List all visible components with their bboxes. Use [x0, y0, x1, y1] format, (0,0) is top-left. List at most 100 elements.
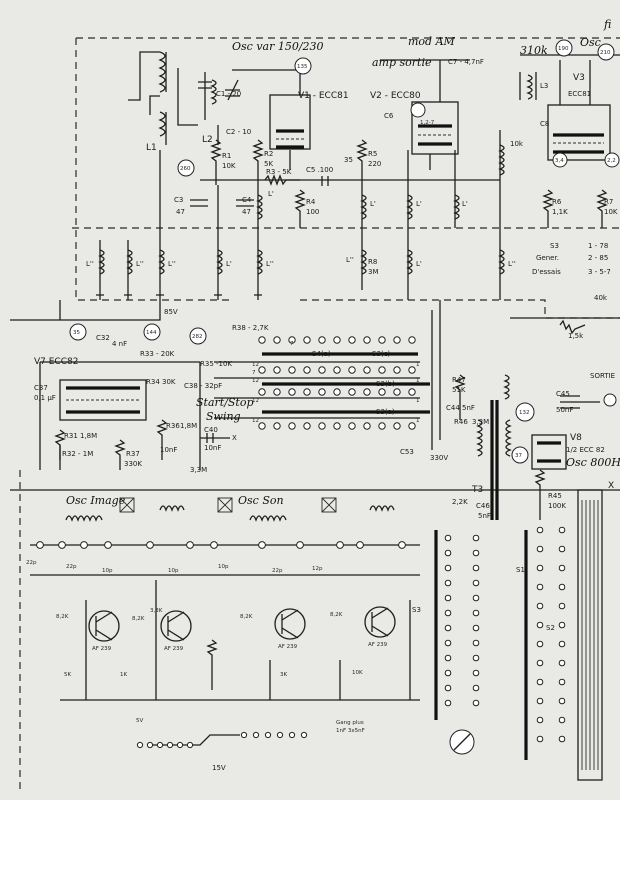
label-s4a: S4(a) — [312, 350, 331, 358]
switch-contact — [333, 336, 341, 344]
label-cap-3: 10p — [102, 568, 113, 574]
lower-rails — [30, 544, 420, 576]
bottom-contact — [156, 741, 164, 749]
wafer-contact — [536, 678, 544, 686]
switch-contact — [303, 388, 311, 396]
osc-310k-label: 310k — [520, 44, 548, 57]
coil-l3 — [519, 72, 537, 100]
label-r37: R37 — [126, 450, 140, 458]
label-c45-val: 50nF — [556, 406, 573, 414]
wafer-contact — [558, 735, 566, 743]
label-small-1: 5V — [136, 718, 143, 724]
wafer-contact — [558, 526, 566, 534]
tube-v8-label: V8 — [570, 433, 582, 443]
switch-contact — [363, 422, 371, 430]
wafer-contact — [558, 659, 566, 667]
switch-contact — [378, 366, 386, 374]
capacitor-c40 — [200, 433, 230, 443]
label-gang: Gang plus — [336, 720, 364, 726]
label-r33: R33 - 20K — [140, 350, 175, 358]
switch-contact — [408, 388, 416, 396]
tube-v2-ecc80 — [380, 59, 470, 170]
bottom-switch-contacts — [136, 731, 308, 749]
bubble-label-1: 135 — [297, 64, 308, 70]
label-s3-title: S3 — [550, 242, 559, 250]
label-r38: R38 - 2,7K — [232, 324, 269, 332]
wafer-contact — [536, 697, 544, 705]
tap-point — [258, 541, 266, 549]
bottom-contact — [300, 731, 308, 739]
switch-wires — [214, 361, 420, 419]
label-c44: C44 5nF — [446, 404, 475, 412]
switch-num-2: 12 — [252, 362, 259, 368]
tap-point — [296, 541, 304, 549]
label-r6-val: 1,1K — [552, 208, 568, 216]
label-r7-val: 10K — [604, 208, 618, 216]
resistor-column-r2 — [252, 139, 264, 185]
label-cap-4: 10p — [218, 564, 229, 570]
wafer-contact — [472, 639, 480, 647]
transistor-af239-2 — [160, 610, 192, 642]
tap-point — [36, 541, 44, 549]
resistor-r4 — [294, 189, 306, 228]
label-c32: C32 — [96, 334, 110, 342]
label-c37-val: 0,1 µF — [34, 394, 56, 402]
feedthrough-box-1 — [119, 497, 135, 513]
tap-point — [186, 541, 194, 549]
label-s3-opt-1: 1 - 78 — [588, 242, 608, 250]
bubble-label-8: 144 — [146, 330, 157, 336]
wafer-contact — [444, 699, 452, 707]
label-s3b: S3(b) — [376, 380, 395, 388]
image-osc-coil — [65, 515, 103, 522]
switch-contact — [408, 336, 416, 344]
label-gang-2: 1nF 3x5nF — [336, 728, 365, 734]
label-c37: C37 — [34, 384, 48, 392]
label-small-3: 5K — [64, 672, 71, 678]
switch-contact — [318, 388, 326, 396]
label-c32-val: 4 nF — [112, 340, 127, 348]
label-s3-opt-2: 2 - 85 — [588, 254, 608, 262]
small-coil-b — [369, 505, 395, 512]
label-res-3: 8,2K — [240, 614, 253, 620]
label-sortie: SORTIE — [590, 372, 615, 380]
oscillator-coil-l1 — [128, 51, 167, 145]
switch-contact — [333, 422, 341, 430]
label-r37-val: 330K — [124, 460, 142, 468]
label-r39-val: 3,3M — [190, 466, 207, 474]
vertical-feed-wires — [99, 130, 501, 300]
switch-contact — [273, 366, 281, 374]
wafer-contact — [558, 583, 566, 591]
wafer-contact — [472, 654, 480, 662]
tap-point — [210, 541, 218, 549]
switch-num-5: 12 — [252, 378, 259, 384]
label-r2-val: 5K — [264, 160, 273, 168]
wafer-contact — [558, 678, 566, 686]
switch-num-7: 12 — [252, 398, 259, 404]
transistor-af239-1 — [88, 610, 120, 642]
feedthrough-box-2 — [217, 497, 233, 513]
lower-tap-points — [36, 541, 406, 549]
bubble-label-5: 3,4 — [555, 158, 564, 164]
tube-v1-ecc81 — [269, 60, 311, 170]
switch-contact — [408, 366, 416, 374]
bubble-label-12: 1,2-7 — [420, 120, 435, 126]
label-x-small: X — [232, 434, 237, 442]
label-lp-2: L' — [370, 200, 376, 208]
label-c40: C40 — [204, 426, 218, 434]
bubble-label-10: 132 — [519, 410, 530, 416]
resistor-column-r1 — [210, 139, 222, 185]
wafer-contact — [444, 609, 452, 617]
bottom-contact — [166, 741, 174, 749]
label-l1: L1 — [146, 143, 157, 153]
tube-v3-label: V3 — [573, 73, 585, 83]
label-r31: R31 1,8M — [64, 432, 97, 440]
tap-point — [336, 541, 344, 549]
lower-emitter-wires — [85, 580, 411, 700]
wafer-contact — [536, 564, 544, 572]
switch-contact — [348, 422, 356, 430]
label-swing: Swing — [206, 410, 241, 423]
edge-connector-strip — [577, 489, 603, 781]
wafer-contact — [472, 624, 480, 632]
wafer-contact — [536, 583, 544, 591]
tube-v8-type: 1/2 ECC 82 — [566, 446, 605, 454]
